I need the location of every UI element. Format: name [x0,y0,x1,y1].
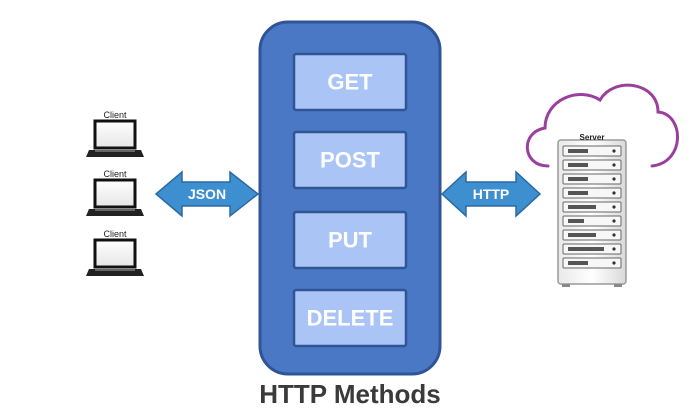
cloud-icon [525,83,679,168]
laptop-icon [86,178,144,216]
client-laptop-3: Client [86,229,144,276]
method-put-label: PUT [328,228,373,253]
json-arrow-label: JSON [188,186,226,202]
method-put-box: PUT [292,210,408,270]
client-label: Client [103,169,127,179]
method-post-box: POST [292,130,408,190]
method-post-label: POST [320,148,380,173]
client-laptop-1: Client [86,110,144,157]
http-double-arrow: HTTP [440,170,542,218]
client-label: Client [103,229,127,239]
http-arrow-label: HTTP [473,186,510,202]
laptop-icon [86,238,144,276]
diagram-title: HTTP Methods [259,379,441,409]
client-laptop-2: Client [86,169,144,216]
method-delete-label: DELETE [307,306,394,331]
server-rack-icon: Server [557,133,627,287]
json-double-arrow: JSON [154,170,260,218]
client-label: Client [103,110,127,120]
laptop-icon [86,119,144,157]
method-delete-box: DELETE [292,288,408,348]
server-label: Server [580,133,605,142]
method-get-label: GET [327,70,373,95]
method-get-box: GET [292,52,408,112]
